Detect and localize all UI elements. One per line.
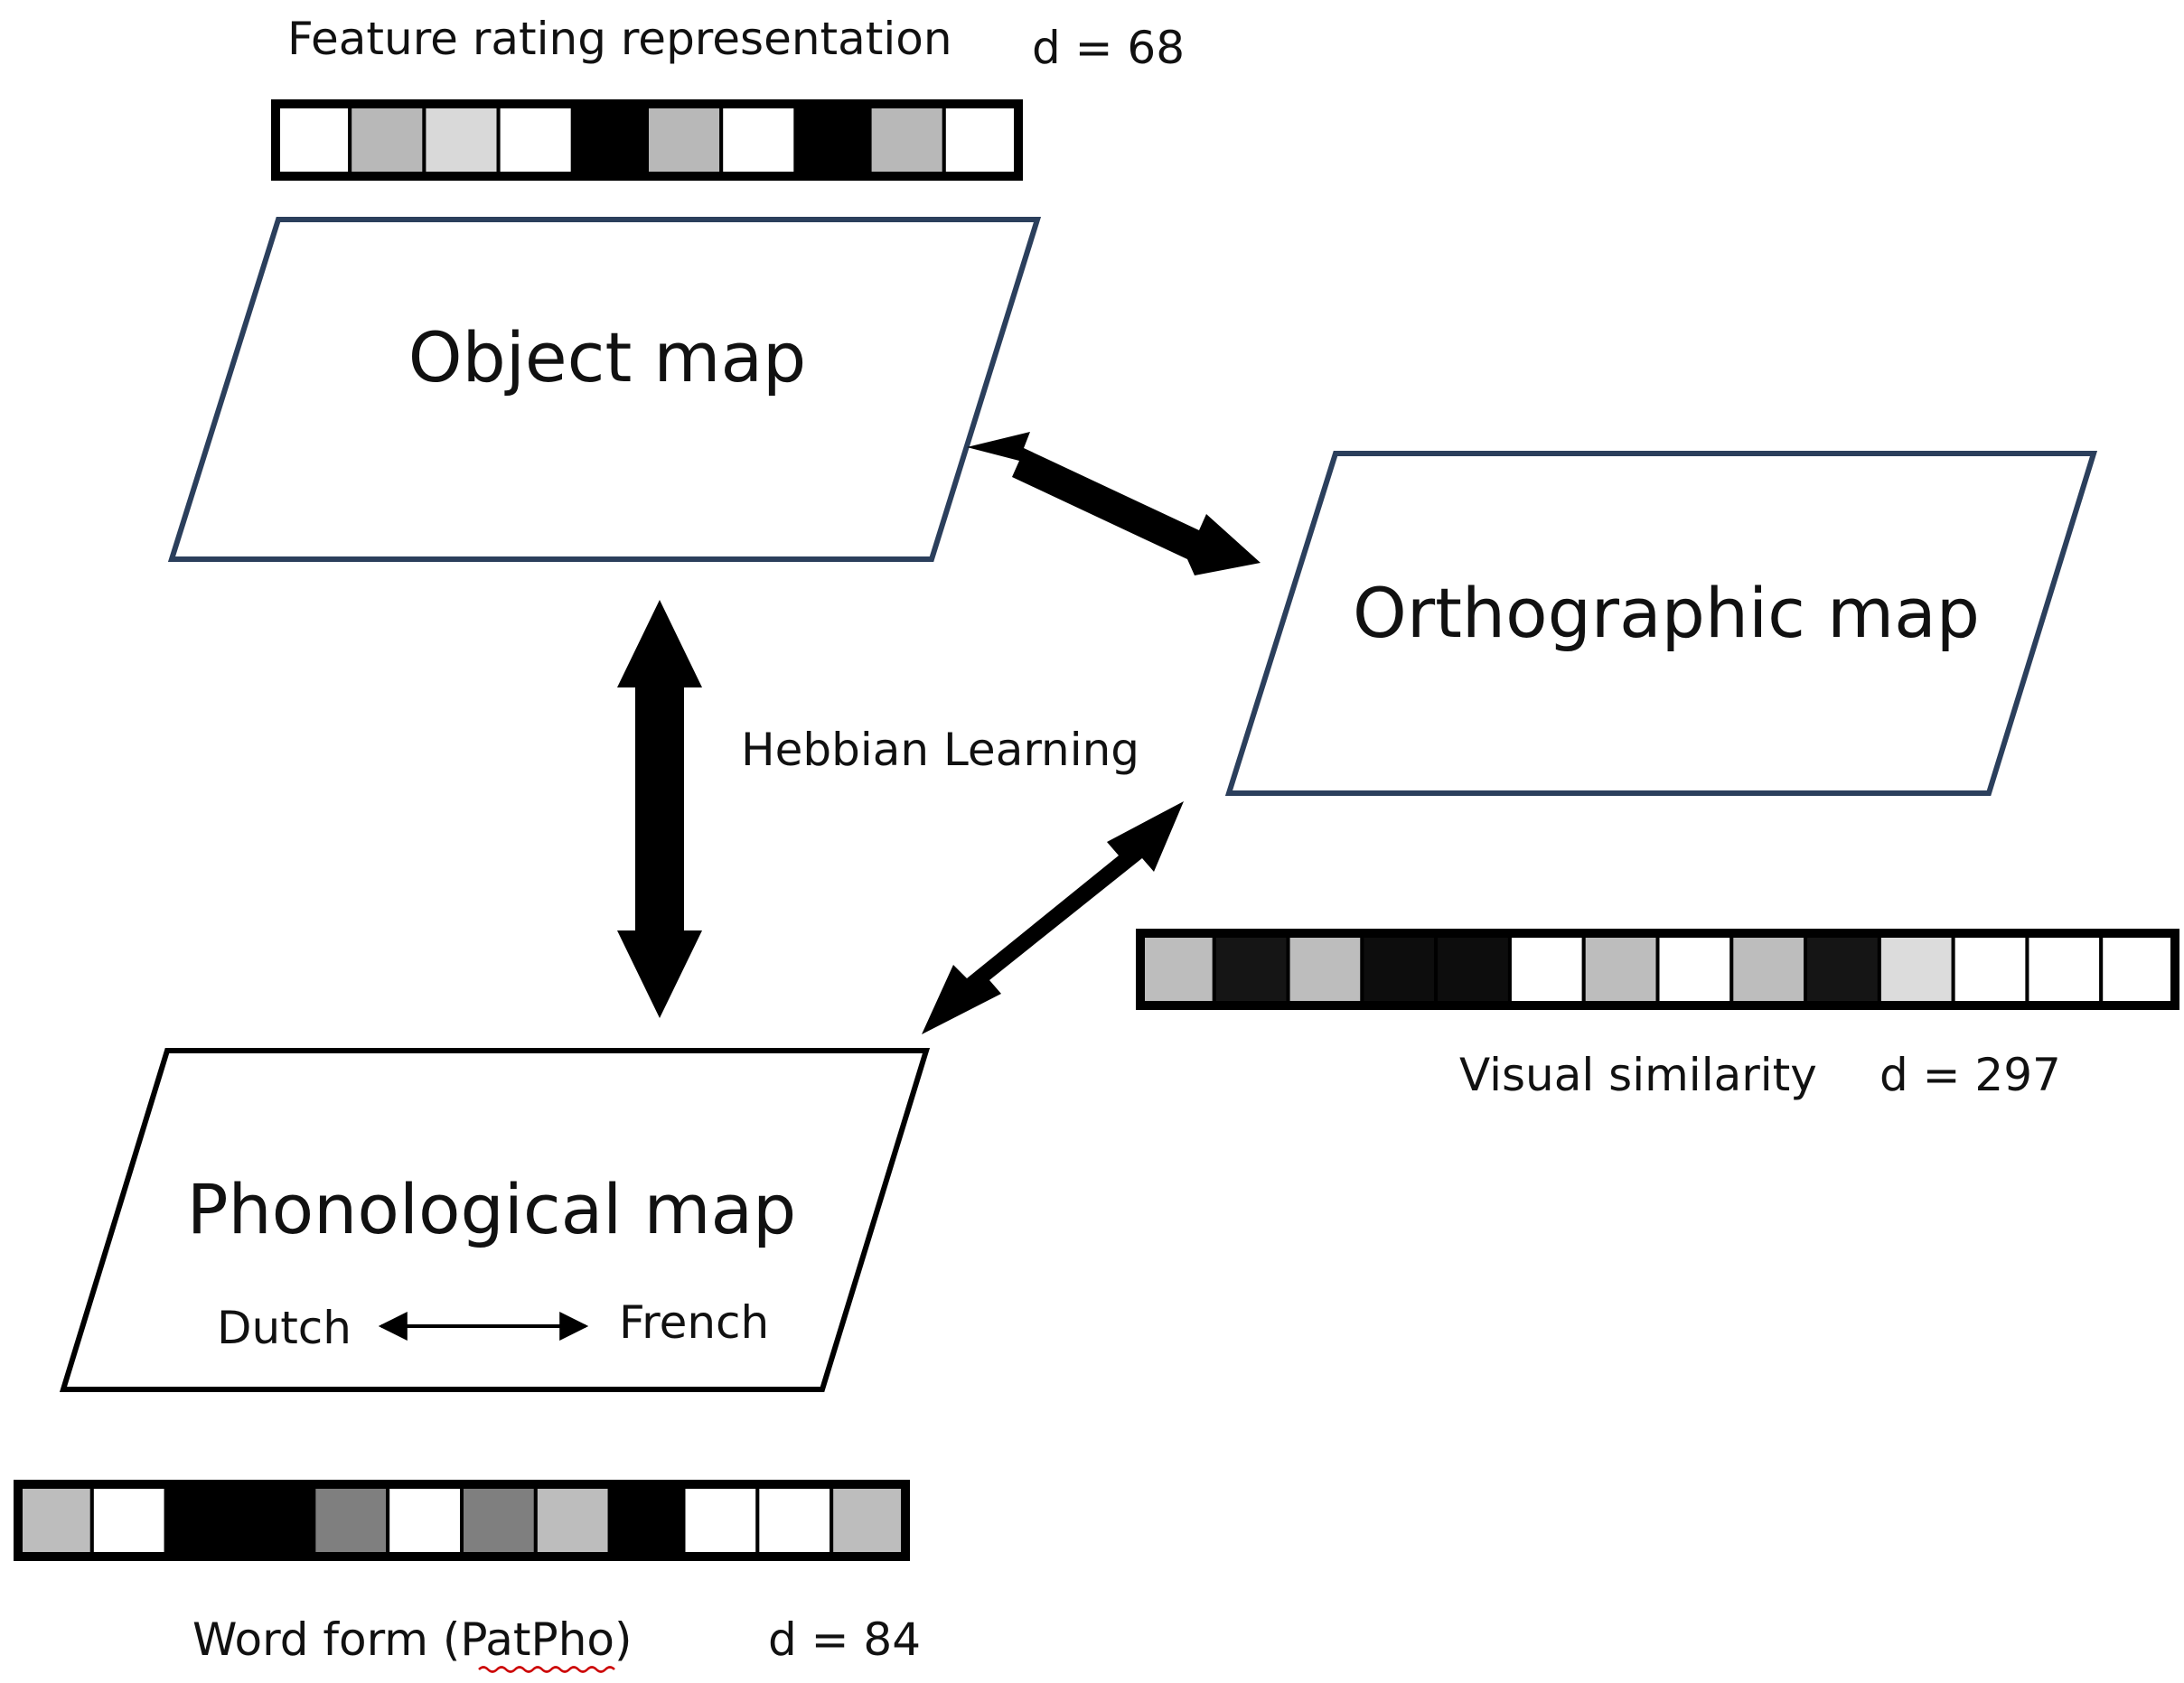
wordform-vector-dimension: d = 84 [768, 1613, 921, 1666]
feature-vector [271, 99, 1023, 181]
vector-cell [681, 1482, 760, 1558]
vector-cell [533, 1482, 612, 1558]
vector-cell [1877, 931, 1955, 1007]
vector-cell [867, 102, 946, 178]
vector-cell [1212, 931, 1290, 1007]
wordform-label-patpho: PatPho [460, 1613, 614, 1666]
wordform-vector-label: Word form (PatPho) [192, 1613, 633, 1666]
visual-vector [1136, 929, 2179, 1010]
vector-frame [271, 99, 1023, 181]
vector-cell [1655, 931, 1734, 1007]
object-phonological-arrow [617, 600, 702, 1018]
vector-cell [16, 1482, 94, 1558]
vector-frame [14, 1480, 910, 1561]
object-map-label: Object map [408, 317, 807, 397]
vector-cell [755, 1482, 834, 1558]
wordform-label-suffix: ) [614, 1613, 633, 1666]
orthographic-phonological-arrow [922, 801, 1184, 1034]
visual-vector-dimension: d = 297 [1879, 1049, 2061, 1101]
vector-cell [2099, 931, 2178, 1007]
phonological-map: Phonological map Dutch French [59, 1048, 931, 1392]
vector-cell [422, 102, 501, 178]
vector-cell [570, 102, 649, 178]
hebbian-learning-label: Hebbian Learning [741, 724, 1139, 776]
vector-cell [1804, 931, 1881, 1007]
vector-cell [1286, 931, 1364, 1007]
dutch-label: Dutch [217, 1302, 352, 1354]
orthographic-map: Orthographic map [1224, 451, 2098, 796]
vector-cell [719, 102, 798, 178]
vector-cell [496, 102, 575, 178]
vector-cell [1434, 931, 1512, 1007]
vector-cell [238, 1482, 316, 1558]
object-orthographic-arrow [967, 432, 1261, 575]
french-label: French [619, 1296, 769, 1349]
wordform-label-prefix: Word form ( [192, 1613, 460, 1666]
vector-cell [607, 1482, 686, 1558]
feature-vector-label: Feature rating representation [287, 13, 952, 65]
vector-cell [274, 102, 352, 178]
vector-cell [793, 102, 872, 178]
object-map: Object map [167, 217, 1042, 562]
vector-frame [1136, 929, 2179, 1010]
vector-cell [1729, 931, 1808, 1007]
phonological-map-shape [59, 1048, 931, 1392]
spellcheck-underline [478, 1666, 615, 1673]
orthographic-map-label: Orthographic map [1353, 573, 1980, 653]
vector-cell [312, 1482, 390, 1558]
feature-vector-dimension: d = 68 [1032, 22, 1185, 74]
vector-cell [1139, 931, 1216, 1007]
vector-cell [1581, 931, 1660, 1007]
vector-cell [942, 102, 1021, 178]
vector-cell [386, 1482, 464, 1558]
vector-cell [830, 1482, 908, 1558]
object-map-shape [167, 217, 1042, 562]
vector-cell [1360, 931, 1439, 1007]
vector-cell [2025, 931, 2104, 1007]
orthographic-map-shape [1224, 451, 2098, 796]
vector-cell [460, 1482, 538, 1558]
vector-cell [645, 102, 724, 178]
vector-cell [89, 1482, 168, 1558]
vector-cell [1951, 931, 2029, 1007]
phonological-map-label: Phonological map [187, 1169, 797, 1249]
wordform-vector [14, 1480, 910, 1561]
vector-cell [1507, 931, 1586, 1007]
vector-cell [348, 102, 426, 178]
visual-vector-label: Visual similarity [1459, 1049, 1817, 1101]
vector-cell [164, 1482, 242, 1558]
